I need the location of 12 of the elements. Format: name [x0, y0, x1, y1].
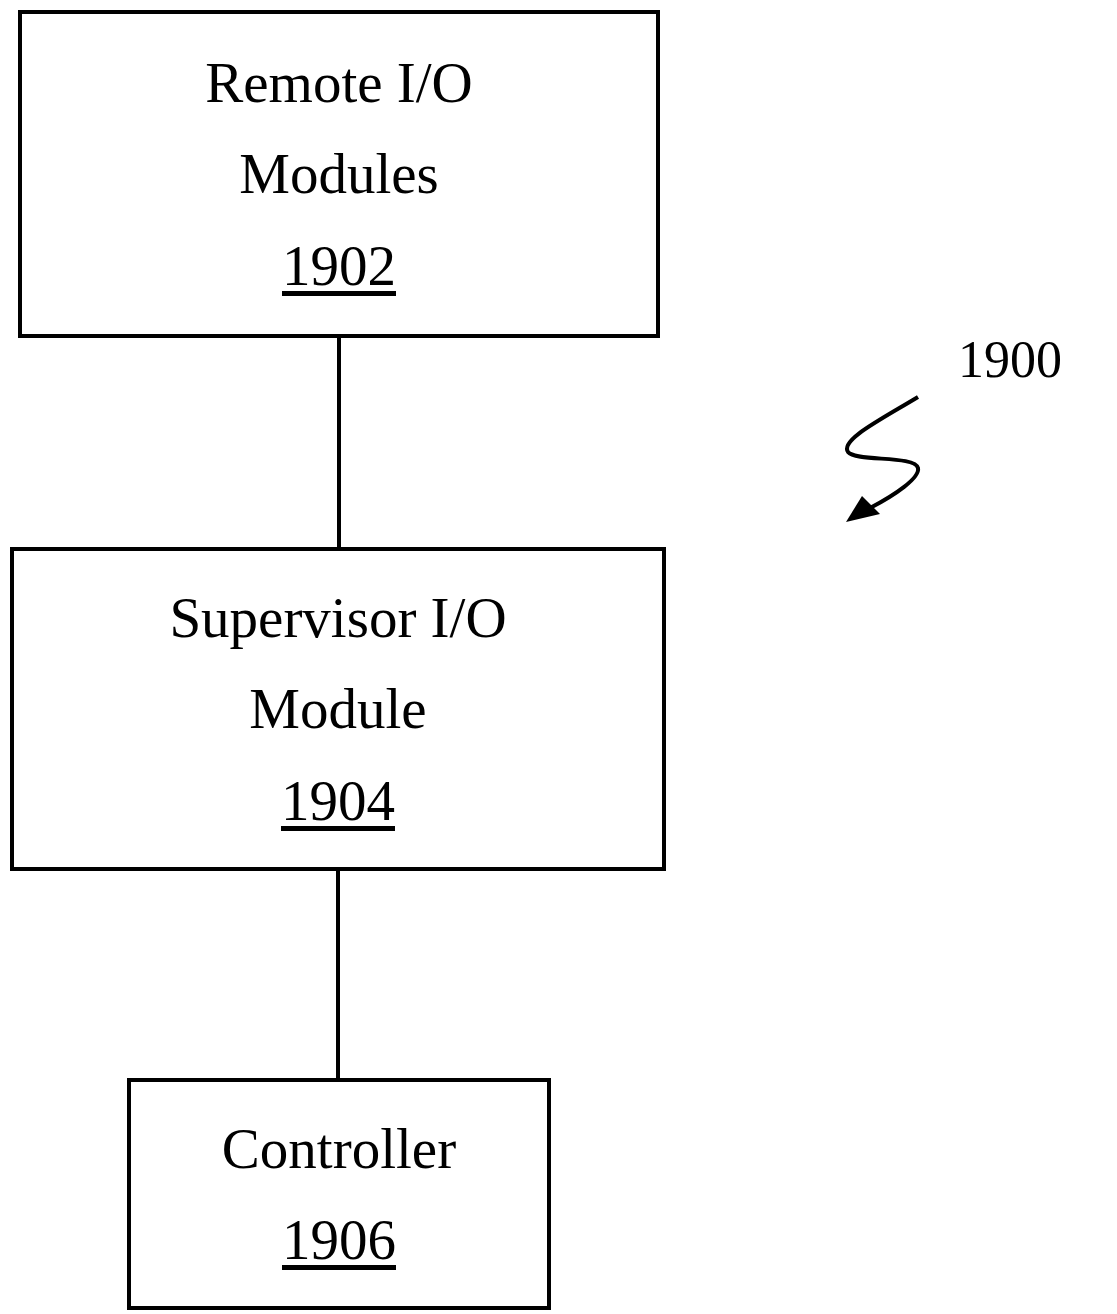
- figure-number: 1900: [958, 330, 1062, 389]
- block-title: Supervisor I/O Module: [168, 585, 508, 743]
- block-title: Remote I/O Modules: [204, 50, 474, 208]
- block-box: [10, 547, 666, 871]
- connector-line: [337, 338, 341, 547]
- block-box: [18, 10, 660, 338]
- block-box: [127, 1078, 551, 1310]
- connector-line: [336, 871, 340, 1078]
- reference-number: 1902: [282, 232, 396, 299]
- block-title: Controller: [221, 1115, 457, 1182]
- reference-number: 1906: [282, 1207, 396, 1273]
- reference-number: 1904: [281, 767, 395, 834]
